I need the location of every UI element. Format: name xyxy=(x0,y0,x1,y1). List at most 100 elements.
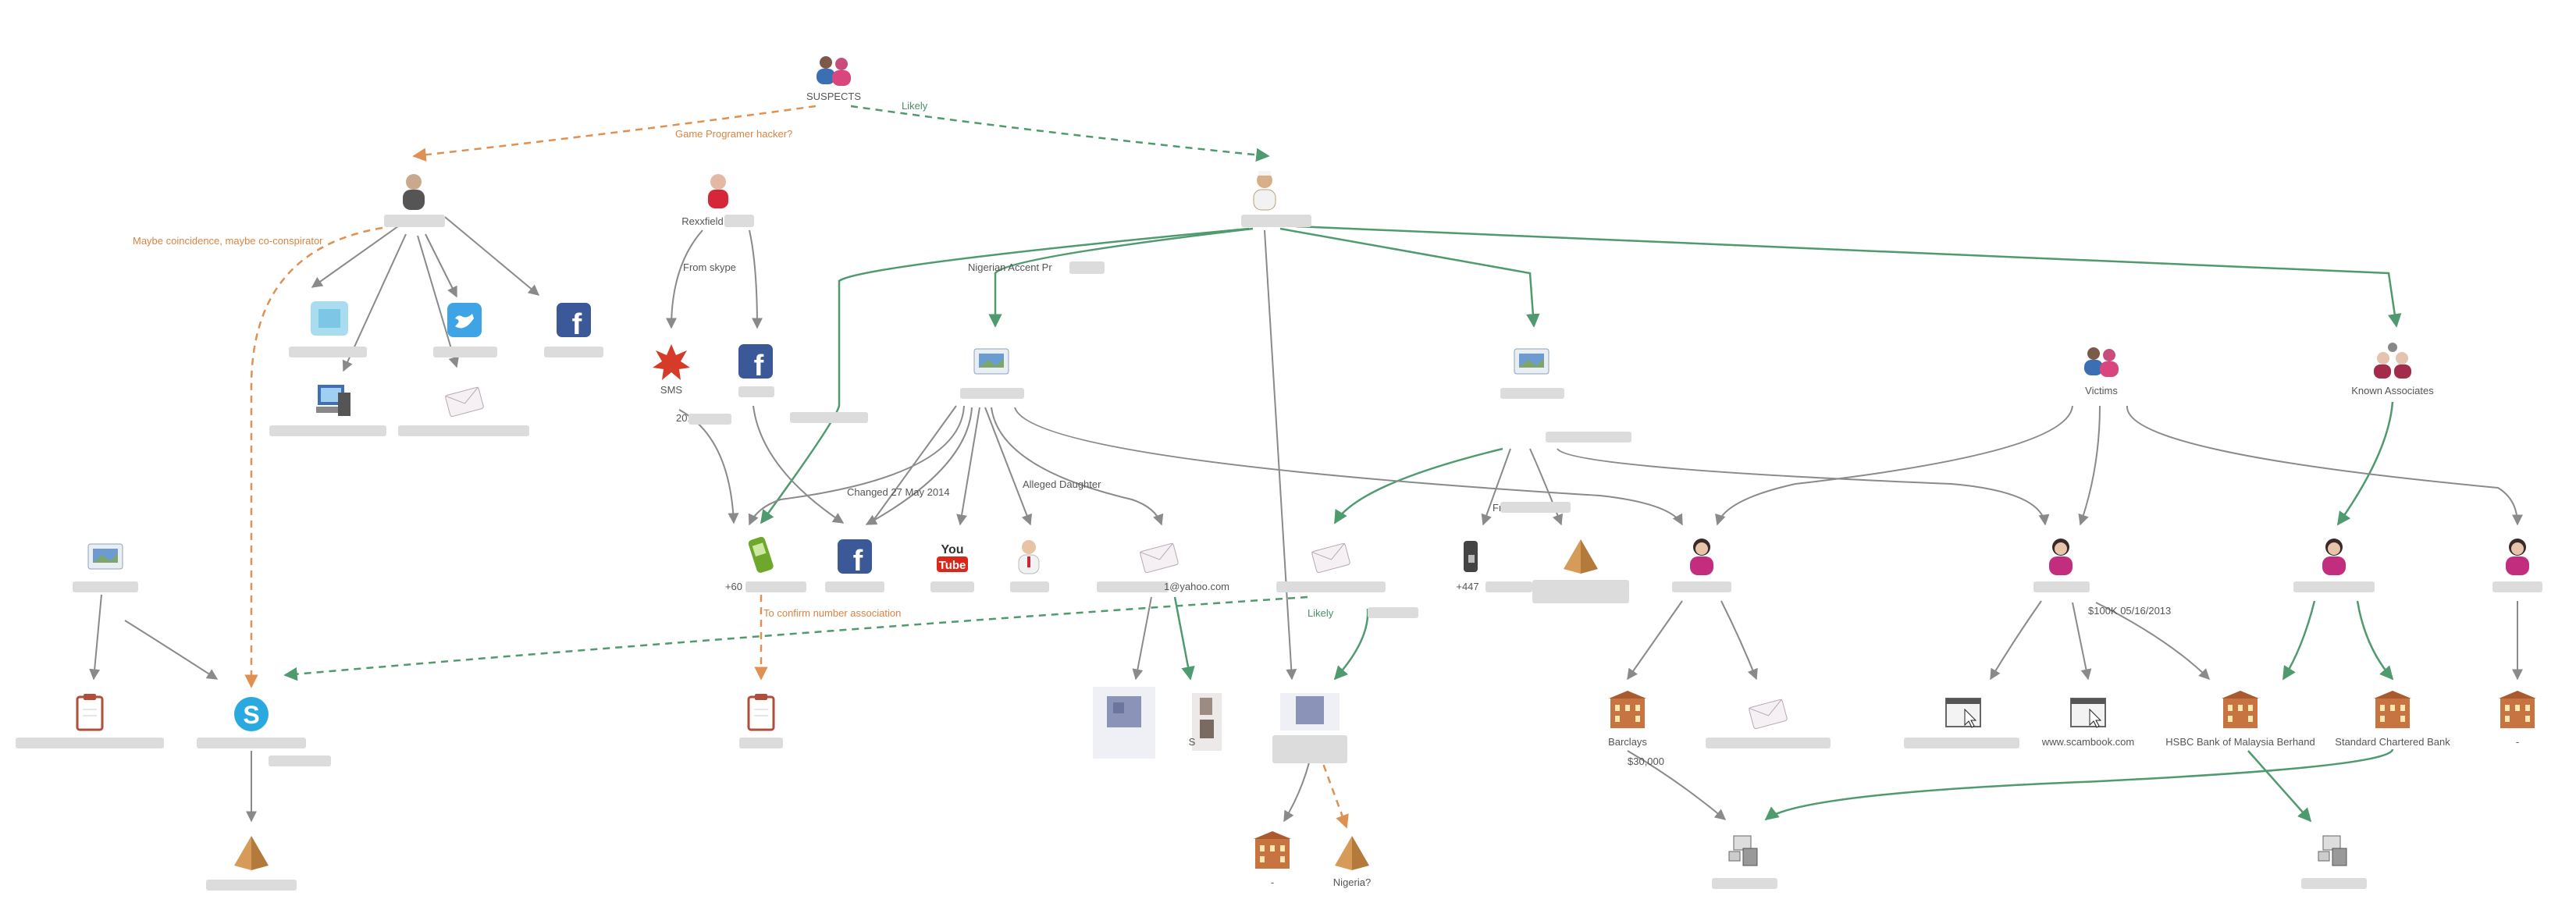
node-photo2[interactable]: S xyxy=(1189,693,1222,751)
edge-rex-to-fb[interactable] xyxy=(749,229,763,329)
edge-victims-to-victim1[interactable] xyxy=(1715,405,2073,526)
node-victim1[interactable] xyxy=(1672,539,1731,592)
node-yahoo-email[interactable]: 1@yahoo.com xyxy=(1097,542,1229,592)
node-skype[interactable]: S xyxy=(197,697,306,748)
edge-rexfb-to-midfb[interactable] xyxy=(753,405,845,524)
edge-yahoo-to-photo2[interactable] xyxy=(1173,596,1195,681)
edge-p2-to-victim2[interactable] xyxy=(1557,448,2050,526)
edge-victim3-to-hsbc[interactable] xyxy=(2282,600,2316,681)
node-photo1[interactable] xyxy=(1093,687,1155,759)
node-s1-facebook[interactable]: f xyxy=(544,303,603,357)
edge-victims-to-victim2[interactable] xyxy=(2078,405,2101,526)
edge-stanchart-to-network1[interactable] xyxy=(1764,748,2394,821)
node-scambook[interactable]: www.scambook.com xyxy=(2041,698,2134,748)
node-pyramid-left[interactable] xyxy=(206,836,297,891)
edge-s1-to-twitter[interactable] xyxy=(425,233,457,298)
edge-victim1-to-barclays[interactable] xyxy=(1627,600,1683,681)
node-nigeria[interactable]: Nigeria? xyxy=(1333,836,1371,888)
node-email3[interactable] xyxy=(1706,699,1831,748)
edge-suspect2-to-photo3[interactable] xyxy=(1264,229,1297,681)
website-icon xyxy=(1945,698,1981,728)
edge-suspect1-to-skype[interactable] xyxy=(244,226,383,688)
edge-p1-to-midfb2[interactable] xyxy=(870,405,957,525)
edge-email2-to-photo3[interactable] xyxy=(1333,608,1369,681)
edge-barclays-to-network1[interactable] xyxy=(1627,750,1727,820)
node-network2[interactable] xyxy=(2301,835,2367,889)
edge-p1-to-victim1[interactable] xyxy=(1014,407,1683,526)
node-s1-app[interactable] xyxy=(289,301,367,357)
node-suspect1[interactable] xyxy=(384,174,445,227)
node-youtube[interactable]: You Tube xyxy=(930,543,974,592)
node-daughter[interactable] xyxy=(1010,540,1049,592)
edge-leftprofile-to-skype[interactable] xyxy=(124,620,219,680)
node-sms[interactable]: SMS xyxy=(653,344,690,396)
edge-s1-to-app[interactable] xyxy=(311,226,399,288)
node-rex-facebook[interactable]: f xyxy=(738,344,774,397)
edge-rex-to-sms[interactable] xyxy=(666,229,703,329)
node-mid-doc[interactable] xyxy=(739,694,783,748)
edge-profile2-to-email2[interactable] xyxy=(1333,447,1503,524)
edge-victims-to-victim4[interactable] xyxy=(2126,405,2523,526)
node-mid-profile1[interactable] xyxy=(960,348,1024,399)
edge-s1-to-facebook[interactable] xyxy=(444,216,540,296)
node-bank-bottom[interactable]: - xyxy=(1254,831,1291,888)
node-suspects[interactable]: SUSPECTS xyxy=(806,56,861,102)
edge-victim1-to-email3[interactable] xyxy=(1720,600,1758,681)
node-s1-twitter[interactable] xyxy=(433,303,497,357)
node-mid-profile2[interactable] xyxy=(1500,348,1564,399)
node-victim4[interactable] xyxy=(2492,539,2542,592)
edge-suspects-to-suspect1[interactable] xyxy=(412,105,817,162)
node-hsbc[interactable]: HSBC Bank of Malaysia Berhand xyxy=(2165,691,2315,748)
edge-email2-to-skype[interactable] xyxy=(283,595,1308,681)
edge-victim2-to-scambook[interactable] xyxy=(2072,602,2092,681)
edge-photo3-to-nigeria[interactable] xyxy=(1318,752,1349,829)
edge-p2-to-pyramid1[interactable] xyxy=(1529,448,1564,526)
edge-suspect2-to-mid-profile1[interactable] xyxy=(988,227,1254,328)
node-label: - xyxy=(2516,736,2519,748)
edge-p2-to-phone447[interactable] xyxy=(1481,448,1511,526)
edge-p1-to-yahoo[interactable] xyxy=(991,407,1164,526)
node-pyramid1[interactable] xyxy=(1532,539,1629,603)
node-email2[interactable] xyxy=(1276,542,1386,592)
node-rexxfield[interactable]: Rexxfield xyxy=(681,174,754,227)
edge-suspect2-to-mid-profile2[interactable] xyxy=(1279,227,1540,328)
node-barclays[interactable]: Barclays xyxy=(1608,691,1647,748)
node-s1-computer[interactable] xyxy=(269,385,386,436)
node-website1[interactable] xyxy=(1904,698,2019,748)
edge-s1-to-email[interactable] xyxy=(417,235,460,368)
node-left-doc[interactable] xyxy=(16,694,164,748)
node-label: Rexxfield xyxy=(681,215,723,227)
node-label: SUSPECTS xyxy=(806,91,861,102)
node-victim3[interactable] xyxy=(2293,539,2375,592)
node-victim2[interactable] xyxy=(2033,539,2090,592)
edge-p1-to-daughter[interactable] xyxy=(984,407,1032,526)
edge-p1-to-midfb[interactable] xyxy=(865,407,973,525)
edge-known-associates-to-victim3[interactable] xyxy=(2336,401,2394,526)
edge-victim2-to-hsbc[interactable] xyxy=(2095,602,2210,680)
edge-p1-to-phone60[interactable] xyxy=(748,405,965,526)
node-phone60[interactable]: +60 xyxy=(725,536,806,592)
node-known-associates[interactable]: Known Associates xyxy=(2351,343,2434,396)
edge-suspect2-to-known-associates[interactable] xyxy=(1295,225,2402,328)
node-suspect2[interactable] xyxy=(1241,171,1311,227)
edge-sms-to-phone60[interactable] xyxy=(678,409,739,524)
node-mid-facebook[interactable]: f xyxy=(825,539,884,592)
edge-suspects-to-suspect2[interactable] xyxy=(850,105,1270,162)
node-phone447[interactable]: +447 xyxy=(1456,541,1532,592)
node-left-profile[interactable] xyxy=(73,543,138,592)
node-victims[interactable]: Victims xyxy=(2084,347,2119,396)
node-s1-email[interactable] xyxy=(398,386,529,436)
edge-victim3-to-stanchart[interactable] xyxy=(2356,600,2394,681)
edge-yahoo-to-photo1[interactable] xyxy=(1132,596,1152,681)
edge-label-changed: Changed 27 May 2014 xyxy=(847,486,950,498)
edge-leftprofile-to-leftdoc[interactable] xyxy=(89,594,102,681)
node-photo3[interactable] xyxy=(1272,693,1347,763)
edge-p1-to-youtube[interactable] xyxy=(956,407,980,526)
node-bank-dash[interactable]: - xyxy=(2499,691,2536,748)
node-network1[interactable] xyxy=(1712,835,1777,889)
edge-suspect2-to-phone60[interactable] xyxy=(760,227,1250,524)
edge-victim2-to-website1[interactable] xyxy=(1990,600,2042,681)
edge-hsbc-to-network2[interactable] xyxy=(2247,750,2312,823)
node-standard-chartered[interactable]: Standard Chartered Bank xyxy=(2335,691,2450,748)
node-label: Victims xyxy=(2085,385,2118,396)
